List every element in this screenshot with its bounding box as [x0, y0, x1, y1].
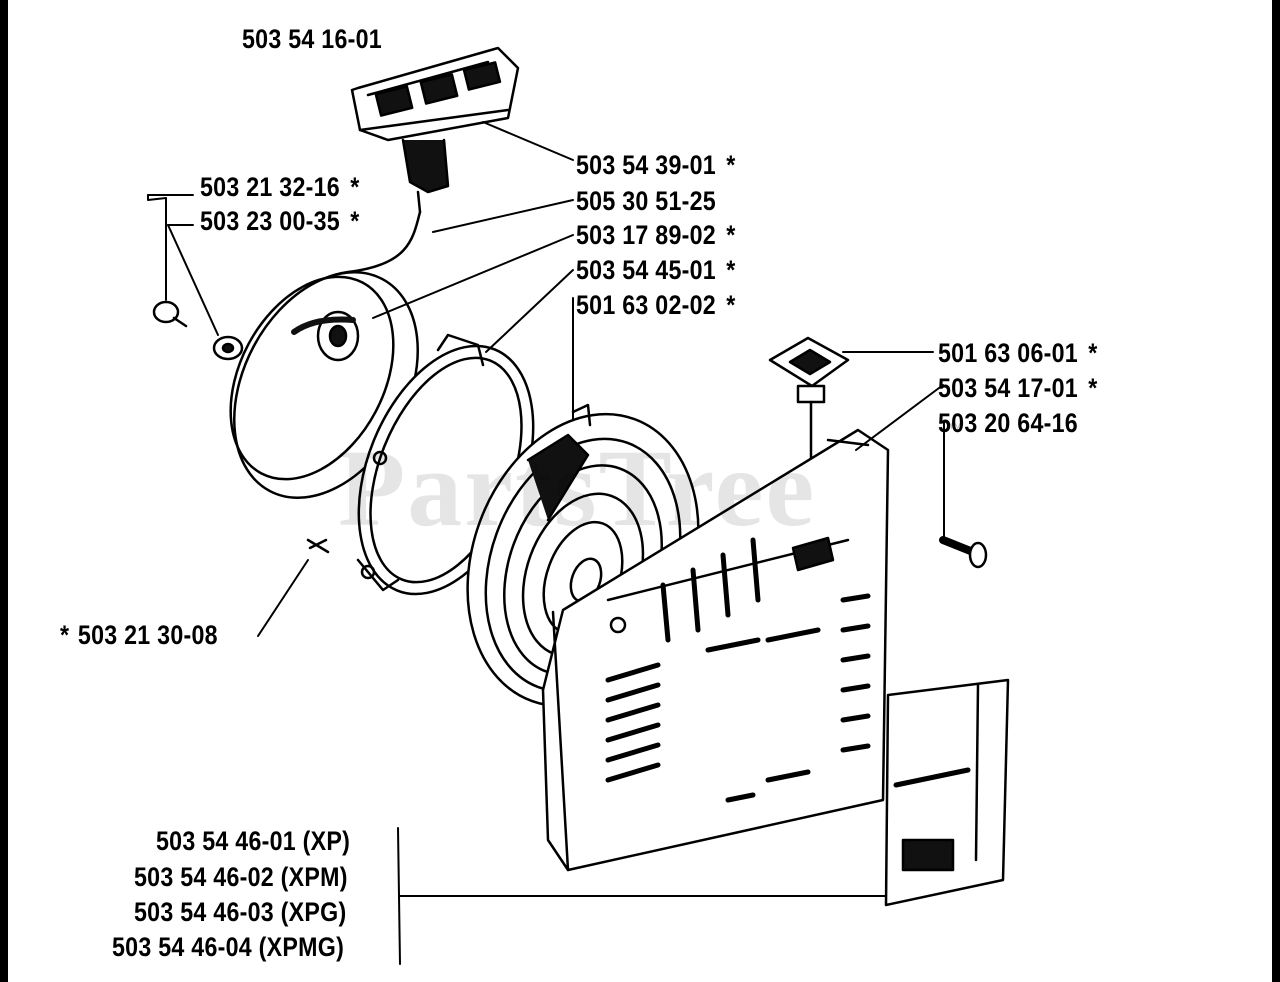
part-label-503-20-64-16: 503 20 64-16: [938, 408, 1078, 438]
part-label-503-21-32-16: 503 21 32-16*: [200, 172, 360, 202]
part-label-503-54-39-01: 503 54 39-01*: [576, 150, 736, 180]
part-label-505-30-51-25: 505 30 51-25: [576, 186, 716, 216]
starter-handle: [350, 46, 520, 214]
part-label-503-54-46-01: 503 54 46-01 (XP): [156, 826, 351, 856]
exploded-view-drawing: [147, 46, 1010, 965]
parts-diagram: PartsTree ™ 503 54 16-01 503 54 39-01* 5…: [8, 0, 1272, 982]
part-label-503-54-46-03: 503 54 46-03 (XPG): [134, 897, 347, 927]
part-label-503-54-16-01: 503 54 16-01: [242, 24, 382, 54]
screw-and-washer: [152, 300, 244, 361]
housing-screw: [939, 536, 988, 569]
part-label-501-63-06-01: 501 63 06-01*: [938, 338, 1098, 368]
starter-housing: [541, 428, 890, 872]
part-label-503-54-17-01: 503 54 17-01*: [938, 373, 1098, 403]
part-label-501-63-02-02: 501 63 02-02*: [576, 290, 736, 320]
part-label-503-54-45-01: 503 54 45-01*: [576, 255, 736, 285]
watermark-trademark: ™: [948, 420, 962, 436]
part-label-503-54-46-02: 503 54 46-02 (XPM): [134, 862, 348, 892]
decal: [884, 678, 1010, 907]
part-label-503-54-46-04: 503 54 46-04 (XPMG): [112, 932, 345, 962]
screw-small: [306, 538, 330, 554]
part-label-503-21-30-08: *503 21 30-08: [60, 620, 218, 650]
part-label-503-23-00-35: 503 23 00-35*: [200, 206, 360, 236]
part-label-503-17-89-02: 503 17 89-02*: [576, 220, 736, 250]
